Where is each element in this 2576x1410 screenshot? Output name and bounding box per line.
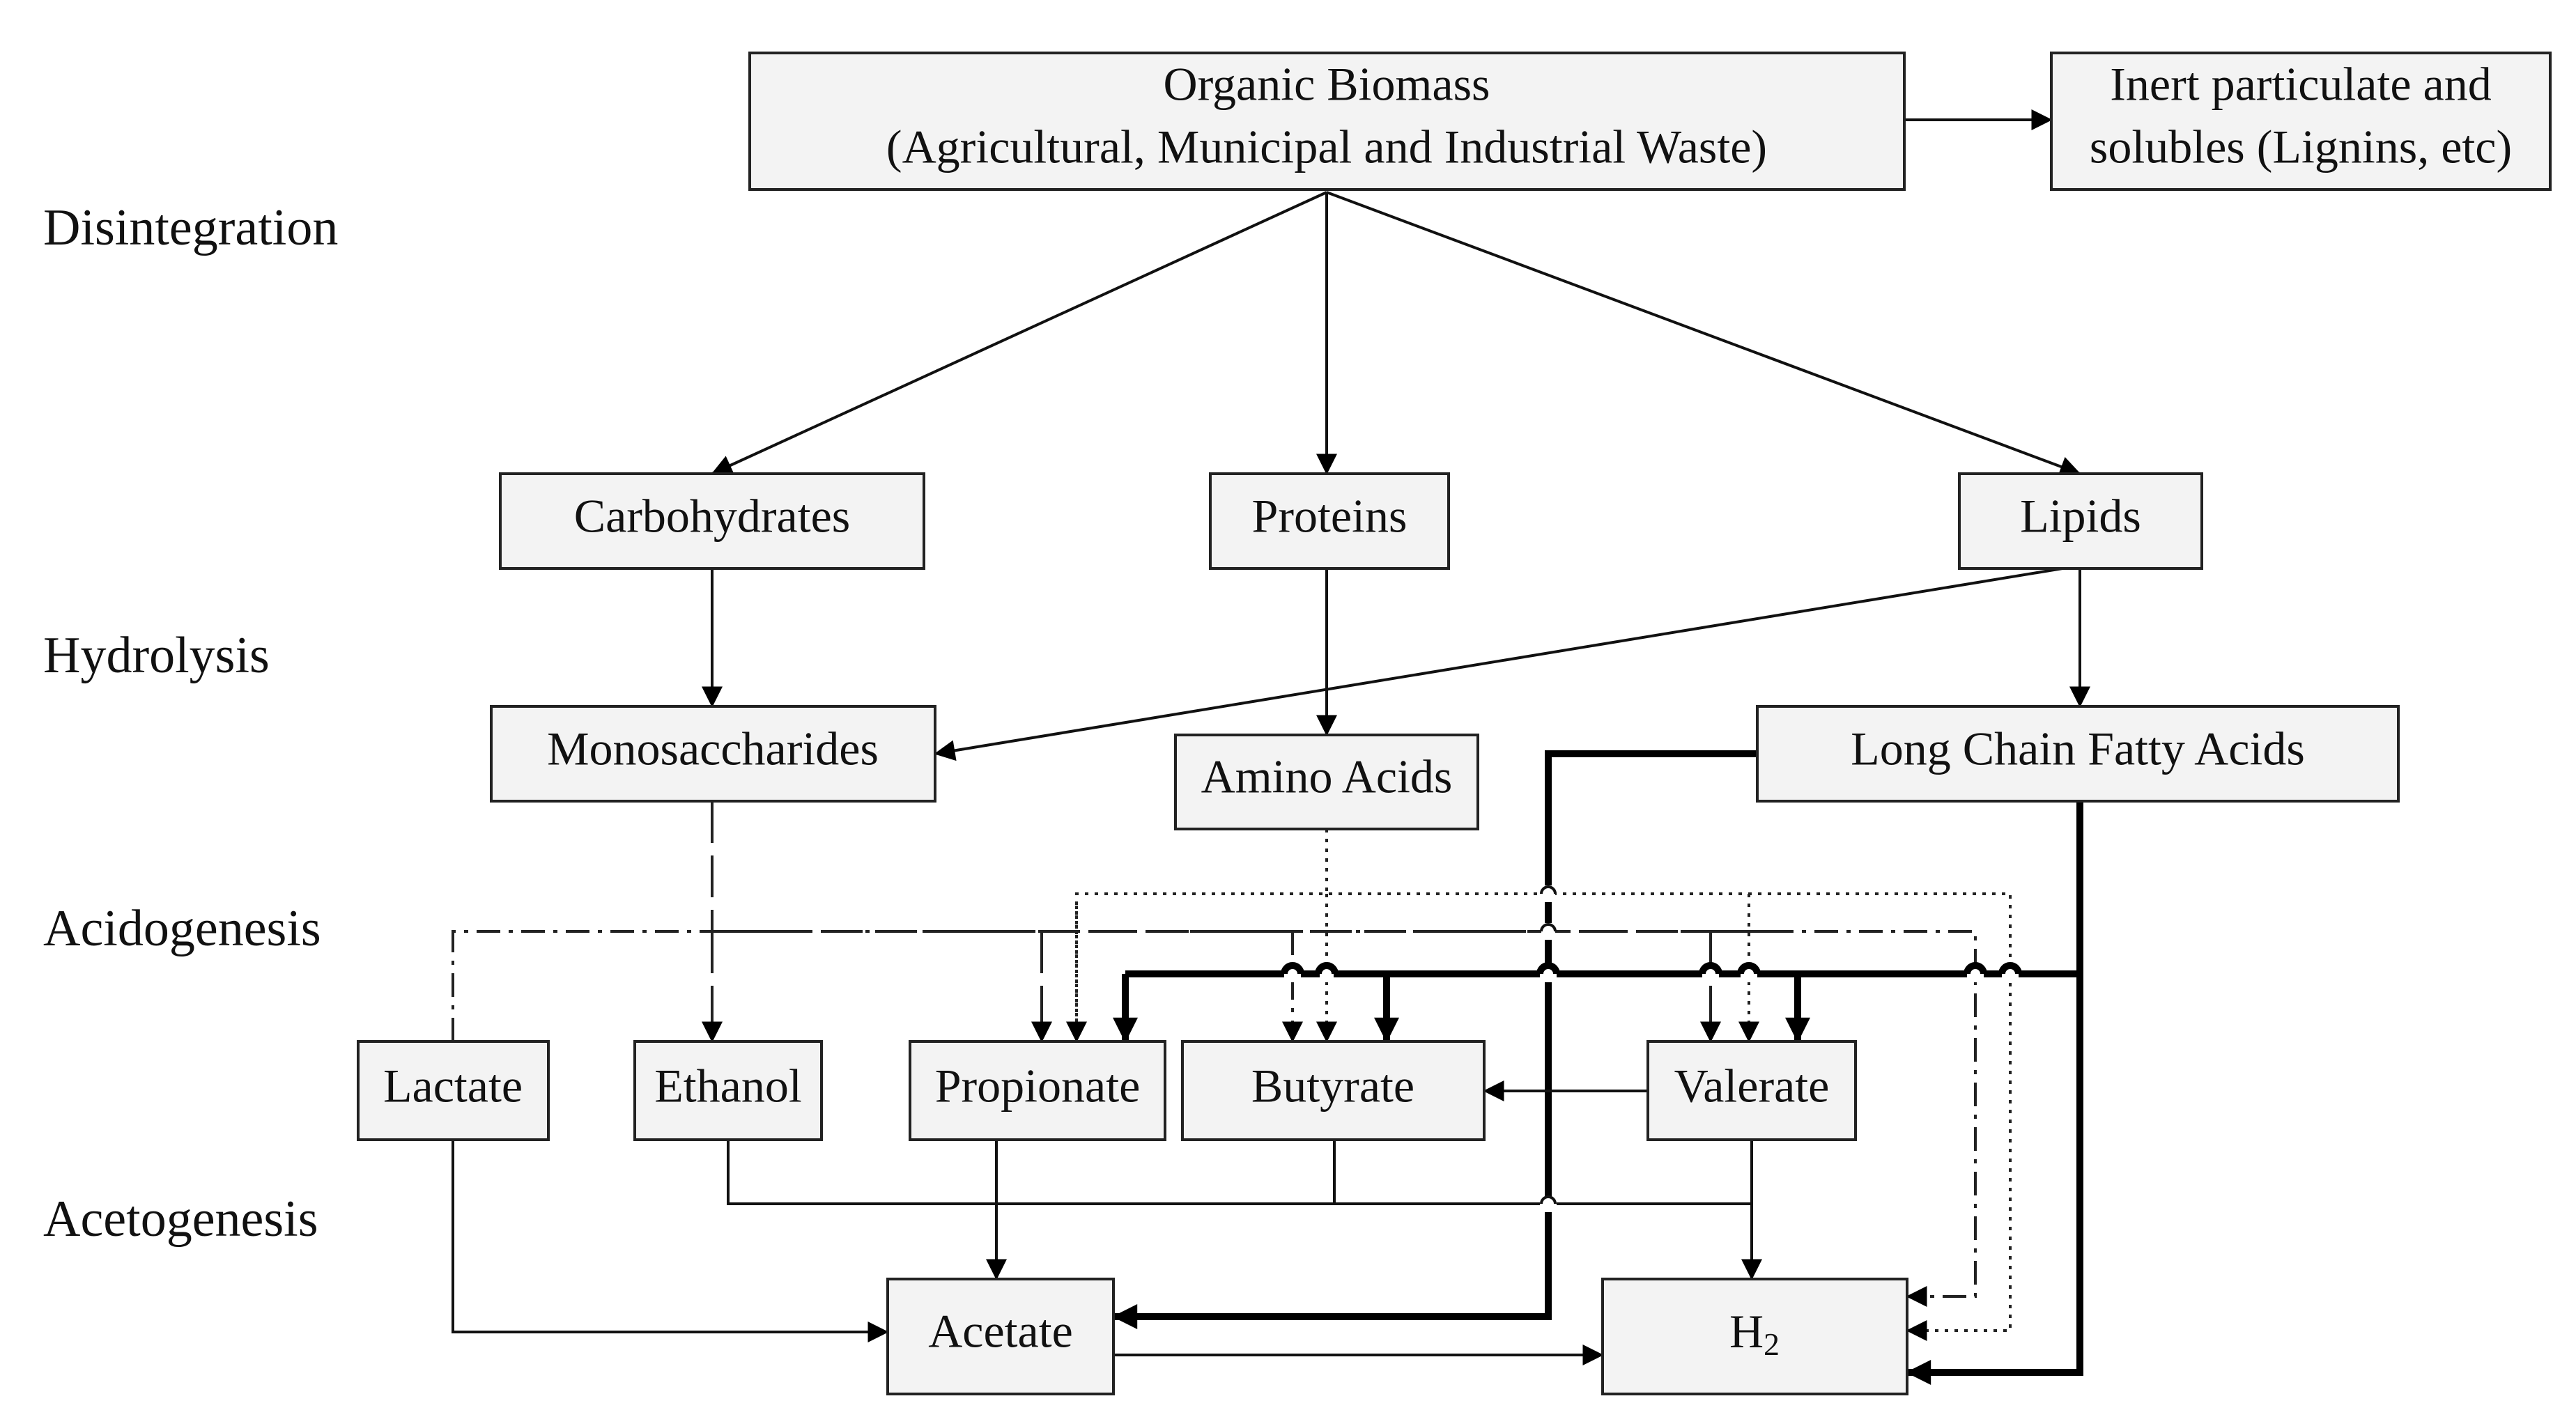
node-lcfa: Long Chain Fatty Acids (1756, 705, 2400, 803)
path-dashdot-lactate-to-h2 (442, 930, 1977, 1307)
monosaccharides-label: Monosaccharides (547, 722, 879, 775)
node-valerate: Valerate (1646, 1040, 1857, 1141)
organic-biomass-title: Organic Biomass (1163, 58, 1490, 111)
crossing-hops-thick (1281, 962, 2022, 975)
node-proteins: Proteins (1209, 472, 1450, 570)
node-lipids: Lipids (1958, 472, 2203, 570)
node-carbohydrates: Carbohydrates (499, 472, 925, 570)
arrow-lactate-to-acetate (452, 1140, 889, 1342)
organic-biomass-subtitle: (Agricultural, Municipal and Industrial … (886, 121, 1767, 173)
node-amino-acids: Amino Acids (1174, 734, 1479, 830)
proteins-label: Proteins (1252, 490, 1407, 543)
inert-line2: solubles (Lignins, etc) (2090, 121, 2512, 173)
node-monosaccharides: Monosaccharides (490, 705, 936, 803)
acetate-label: Acetate (928, 1305, 1073, 1358)
amino-acids-label: Amino Acids (1201, 750, 1453, 803)
path-dotted-amino-to-h2 (1075, 829, 2012, 1331)
arrow-ethanol-butyrate-to-h2 (727, 1140, 1762, 1280)
lactate-label: Lactate (383, 1060, 523, 1113)
arrow-biomass-to-lipids (1326, 191, 2081, 477)
propionate-label: Propionate (935, 1060, 1141, 1113)
arrow-lcfa-to-h2 (1906, 974, 2083, 1385)
stage-acidogenesis: Acidogenesis (43, 900, 321, 957)
arrow-lcfa-to-acetate (1112, 750, 1757, 1329)
node-h2: H2 (1601, 1278, 1908, 1395)
arrow-biomass-to-carbohydrates (711, 191, 1327, 475)
node-propionate: Propionate (909, 1040, 1166, 1141)
arrow-lipids-to-monosaccharides (934, 567, 2063, 761)
node-acetate: Acetate (886, 1278, 1115, 1395)
crossing-hops (1540, 885, 1557, 1204)
inert-line1: Inert particulate and (2110, 58, 2492, 111)
butyrate-label: Butyrate (1251, 1060, 1414, 1113)
stage-acetogenesis: Acetogenesis (43, 1191, 318, 1248)
h2-label: H2 (1729, 1305, 1780, 1362)
node-organic-biomass: Organic Biomass (Agricultural, Municipal… (748, 52, 1906, 191)
node-butyrate: Butyrate (1181, 1040, 1486, 1141)
valerate-label: Valerate (1674, 1060, 1830, 1113)
stage-hydrolysis: Hydrolysis (43, 627, 270, 684)
node-inert: Inert particulate and solubles (Lignins,… (2050, 52, 2552, 191)
lcfa-label: Long Chain Fatty Acids (1851, 722, 2305, 775)
node-lactate: Lactate (357, 1040, 550, 1141)
stage-disintegration: Disintegration (43, 199, 338, 256)
lipids-label: Lipids (2020, 490, 2141, 543)
ethanol-label: Ethanol (654, 1060, 802, 1113)
connectors (442, 109, 2090, 1385)
carbohydrates-label: Carbohydrates (574, 490, 851, 543)
node-ethanol: Ethanol (633, 1040, 823, 1141)
